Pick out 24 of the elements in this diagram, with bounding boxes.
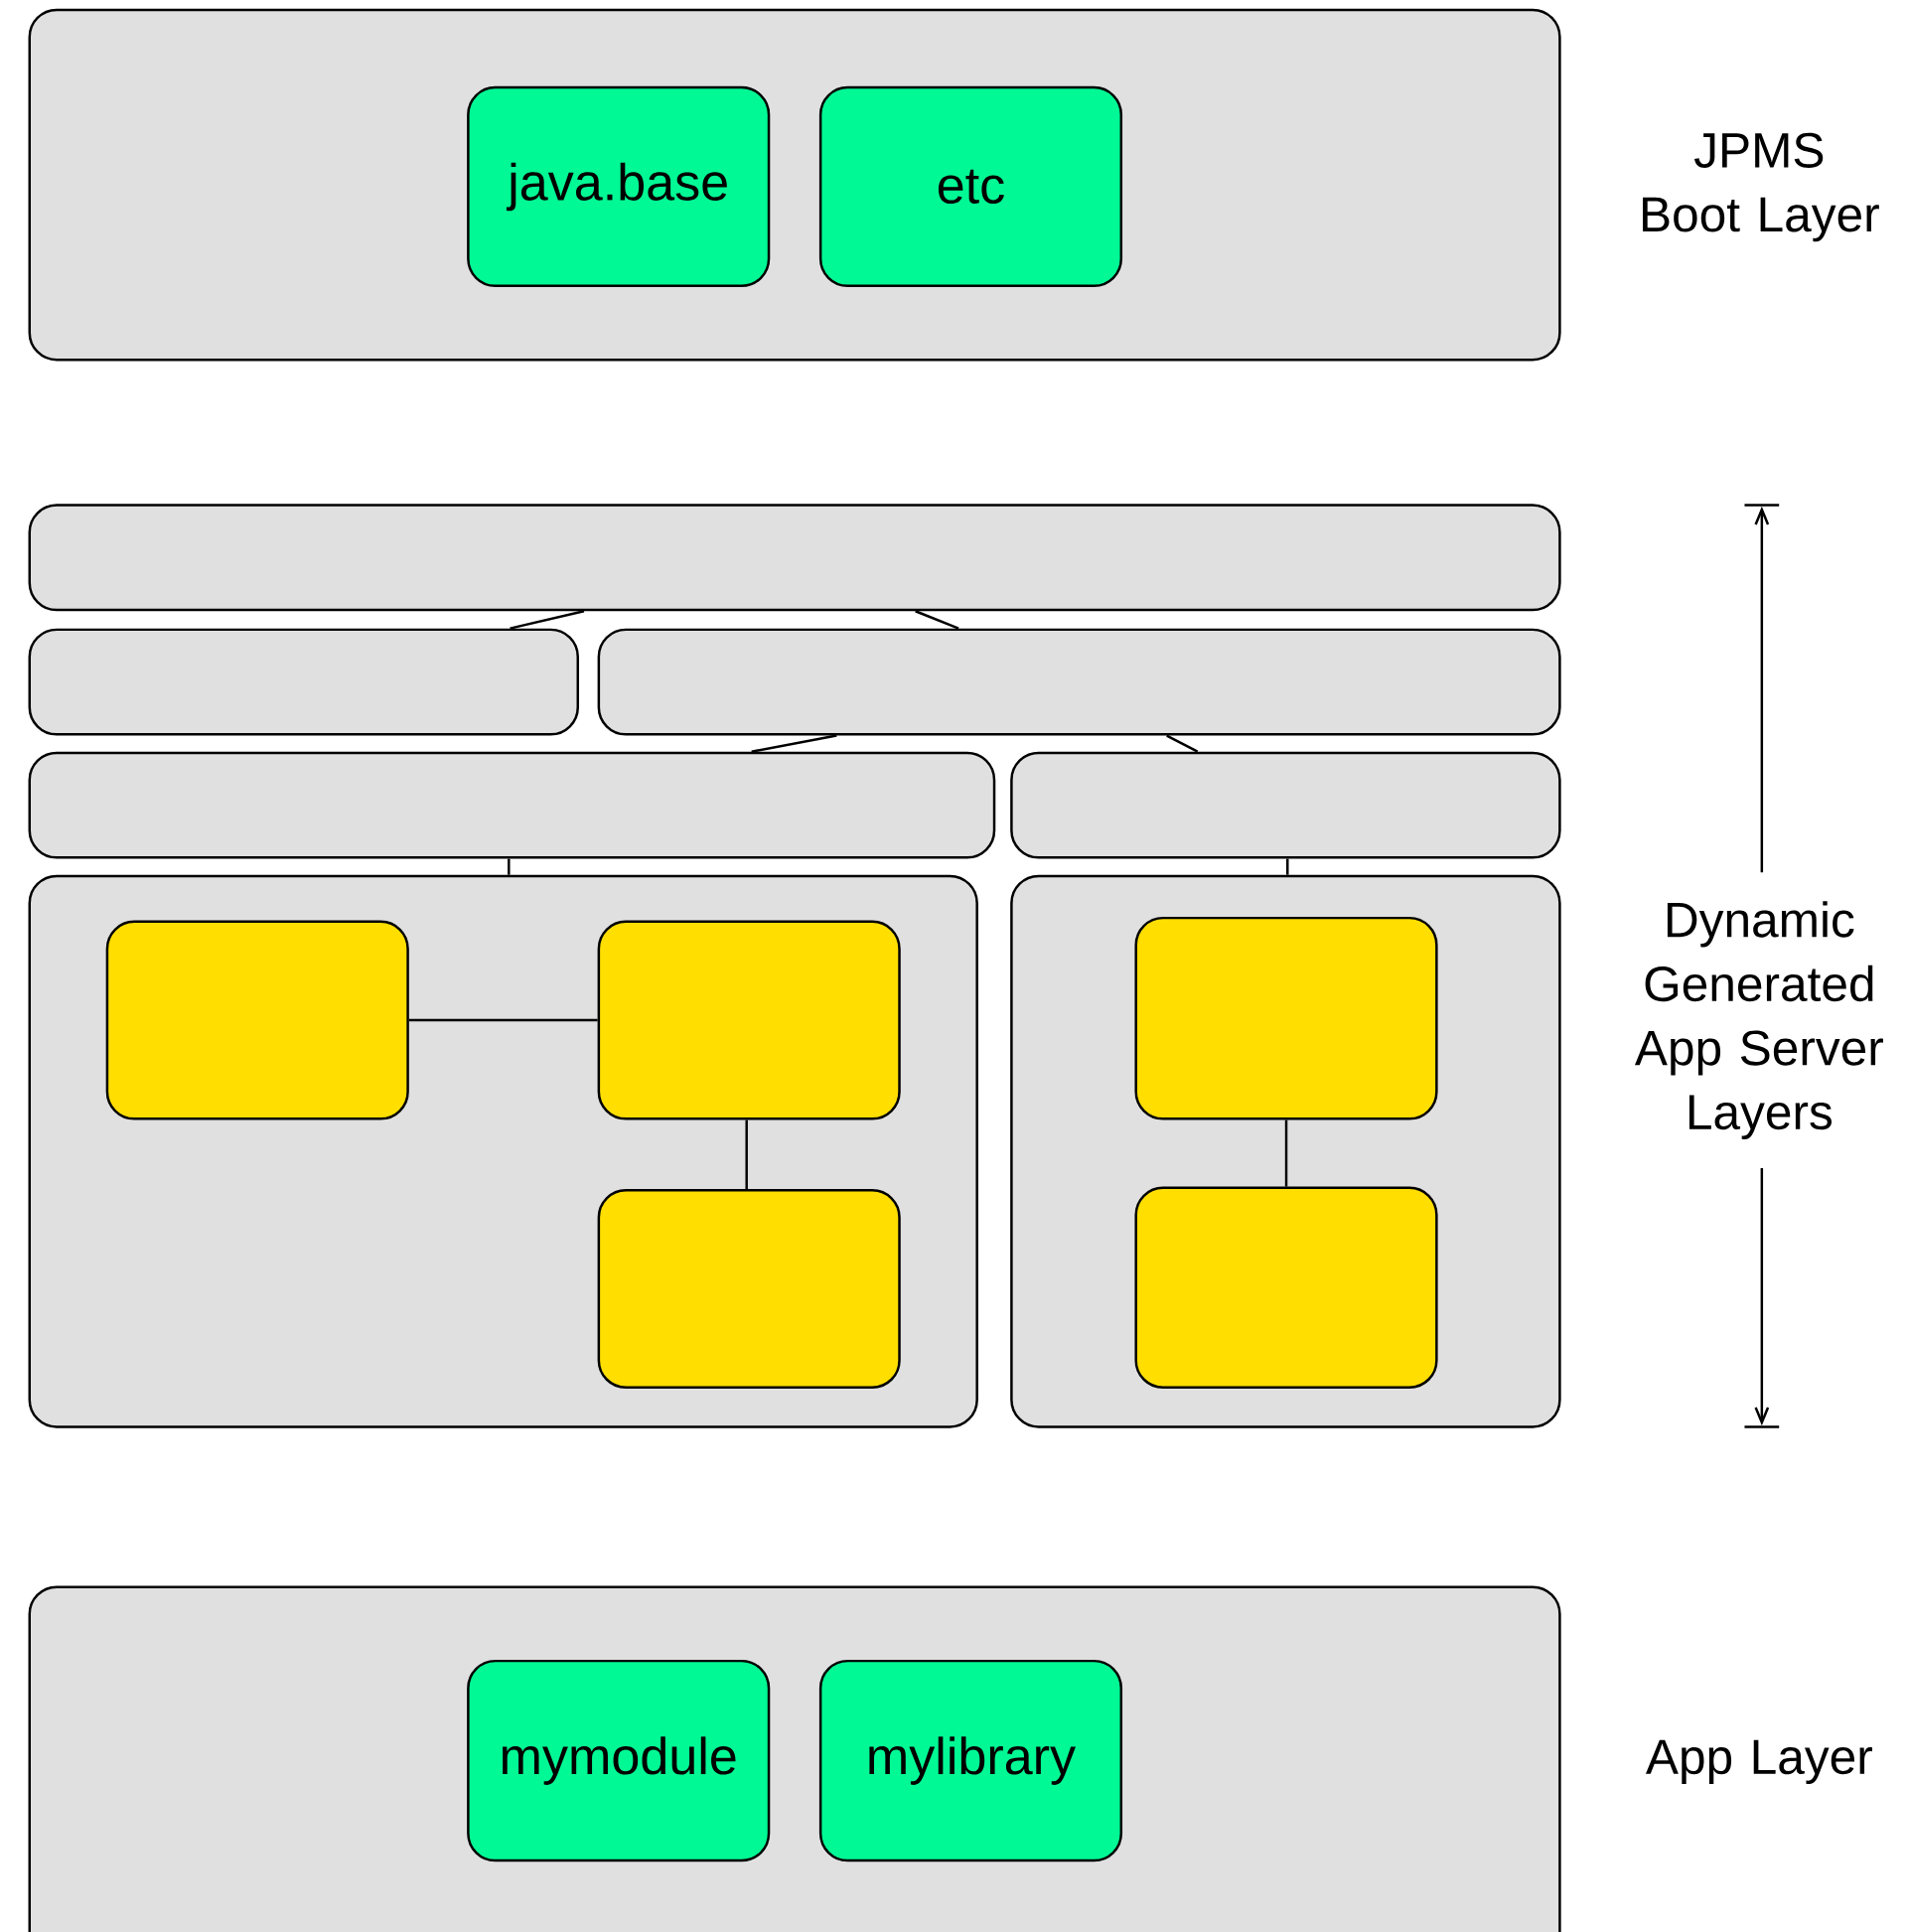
connector-line xyxy=(1285,858,1289,875)
connector-line xyxy=(915,610,959,630)
connector-line xyxy=(408,1018,598,1022)
layer-box xyxy=(597,628,1561,736)
module-box xyxy=(1134,1186,1438,1389)
layer-box xyxy=(28,751,996,859)
module-box xyxy=(597,920,901,1120)
connector-line xyxy=(1165,734,1199,753)
layer-box xyxy=(1009,751,1561,859)
module-box: java.base xyxy=(466,85,771,287)
layer-box xyxy=(28,628,579,736)
connector-line xyxy=(1284,1119,1288,1187)
module-box xyxy=(105,920,409,1120)
layer-box xyxy=(28,504,1561,612)
layer-label: App Layer xyxy=(1645,1739,1872,1785)
connector-line xyxy=(507,858,511,875)
layer-label: JPMS Boot Layer xyxy=(1642,132,1879,242)
module-box: etc xyxy=(818,85,1122,287)
layer-label: Dynamic Generated App Server Layers xyxy=(1634,901,1883,1139)
module-box xyxy=(597,1189,901,1389)
module-box: mylibrary xyxy=(818,1659,1122,1862)
module-box: mymodule xyxy=(466,1659,771,1862)
module-box xyxy=(1134,916,1438,1120)
connector-line xyxy=(745,1119,748,1190)
